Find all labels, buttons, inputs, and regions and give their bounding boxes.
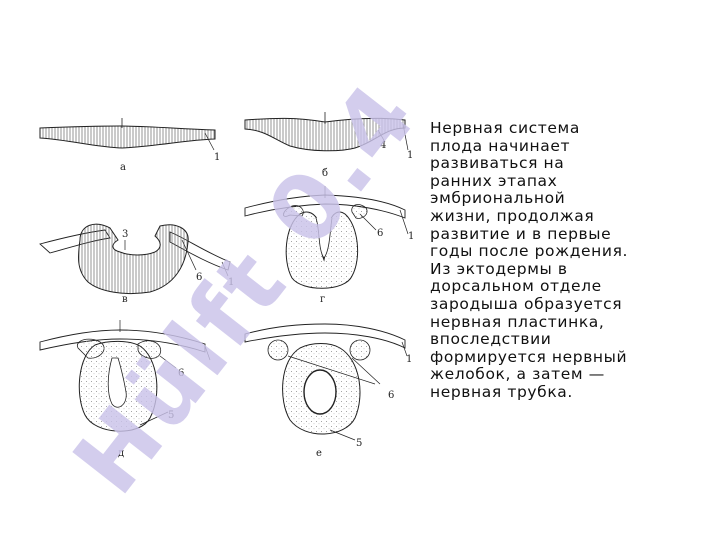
body-text-line: зародыша образуется	[430, 294, 623, 313]
figure-c: 3 в 6 1	[39, 223, 234, 305]
body-text-line: нервная пластинка,	[430, 312, 605, 331]
figure-b-label-1: 1	[407, 150, 413, 161]
body-text-line: Нервная система	[430, 119, 580, 137]
body-text-line: развитие и в первые	[430, 224, 612, 243]
figure-f: 6 1 5 е	[244, 323, 412, 459]
figure-d-label-1: 1	[408, 231, 414, 242]
body-text-line: Из эктодермы в	[430, 259, 568, 278]
body-text-line: жизни, продолжая	[430, 206, 595, 225]
figure-d-caption: г	[320, 294, 325, 305]
figure-b-caption: б	[322, 168, 328, 179]
figure-e: 6 5 д	[39, 320, 211, 459]
body-text-line: плода начинает	[430, 136, 571, 155]
figure-c-label-1: 1	[228, 277, 234, 288]
body-text-line: формируется нервный	[430, 347, 628, 366]
figure-f-label-5: 5	[356, 438, 362, 449]
body-text-line: нервная трубка.	[430, 382, 573, 401]
figure-c-label-3: 3	[122, 229, 128, 240]
figure-f-caption: е	[316, 448, 322, 459]
figure-e-label-6: 6	[178, 368, 184, 379]
body-text-line: впоследствии	[430, 330, 552, 349]
figure-c-label-6: 6	[196, 272, 202, 283]
body-text-line: ранних этапах	[430, 171, 558, 190]
figure-b-label-4: 4	[380, 140, 386, 151]
figure-e-caption: д	[118, 448, 124, 459]
body-text-line: дорсальном отделе	[430, 277, 602, 296]
body-text-line: развиваться на	[430, 154, 565, 173]
figure-d-label-6: 6	[377, 228, 383, 239]
body-text: Нервная система плода начинает развивать…	[430, 119, 700, 402]
figure-f-label-1: 1	[406, 354, 412, 365]
figure-d: г 6 1	[244, 186, 414, 305]
figure-a: а 1	[39, 118, 220, 173]
body-text-line: эмбриональной	[430, 189, 566, 208]
body-text-line: годы после рождения.	[430, 242, 629, 261]
figure-c-caption: в	[122, 294, 128, 305]
figure-b: б 4 1	[244, 112, 413, 179]
body-text-line: желобок, а затем —	[430, 365, 605, 384]
figure-a-caption: а	[120, 162, 126, 173]
figure-f-label-6: 6	[388, 390, 394, 401]
figure-e-label-5: 5	[168, 410, 174, 421]
figure-a-label-1: 1	[214, 152, 220, 163]
